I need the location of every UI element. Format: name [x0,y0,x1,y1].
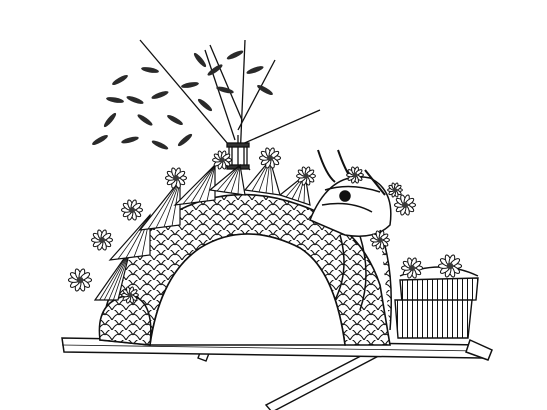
spike-fin [208,163,246,196]
bamboo-leaf [226,50,244,60]
bamboo-leaf [177,133,193,147]
flower [346,166,364,184]
flower [394,194,416,216]
bamboo-leaf [197,98,213,112]
flower [296,166,316,186]
spike-rib [237,164,241,195]
bamboo-leaf [121,136,139,144]
bamboo-leaf-cluster [92,50,273,150]
flower [387,182,403,198]
bamboo-leaf [193,52,207,68]
flower [67,268,93,292]
spike-rib [147,179,181,230]
flower [212,150,232,170]
bamboo-leaf [151,91,169,99]
spike-fin [243,158,281,196]
lantern-icon [226,135,250,170]
bamboo-leaf [216,86,234,94]
bamboo-leaf [167,115,183,125]
flower-icon [67,147,463,304]
bamboo-leaf [126,96,144,104]
bamboo-leaf [181,82,199,88]
dragon-head-icon [309,149,392,331]
flower [259,147,281,169]
spike-rib [198,164,216,203]
flower [121,286,139,304]
spike-rib [117,214,151,260]
spike-fin [93,249,131,301]
flower [165,167,187,189]
spike-rib [230,164,241,194]
bamboo-leaf [106,97,124,103]
bamboo-leaf [92,135,108,145]
spike-fin-row [93,158,311,301]
spike-rib [190,164,216,204]
spike-rib [206,164,216,202]
bamboo-leaf [103,112,117,128]
spike-rib [216,164,241,192]
bamboo-leaf [257,85,273,95]
tasseled-fringe-box [394,266,479,339]
flower [91,229,113,251]
spike-rib [155,179,181,229]
spike-fin [108,213,151,261]
bamboo-leaf [207,64,223,76]
spike-fin [173,163,216,206]
flower [121,199,143,221]
bamboo-branch-icon [139,39,321,171]
bamboo-leaf [137,114,153,126]
bamboo-leaf [246,66,264,74]
dragon-scale-arch-icon [98,193,391,346]
flower [437,254,463,278]
flower [370,230,390,250]
spike-rib [182,164,216,205]
bamboo-leaf [141,67,159,73]
bamboo-leaf [112,75,128,85]
bamboo-leaf [151,140,169,150]
spike-rib [223,164,241,193]
flower [401,257,423,279]
